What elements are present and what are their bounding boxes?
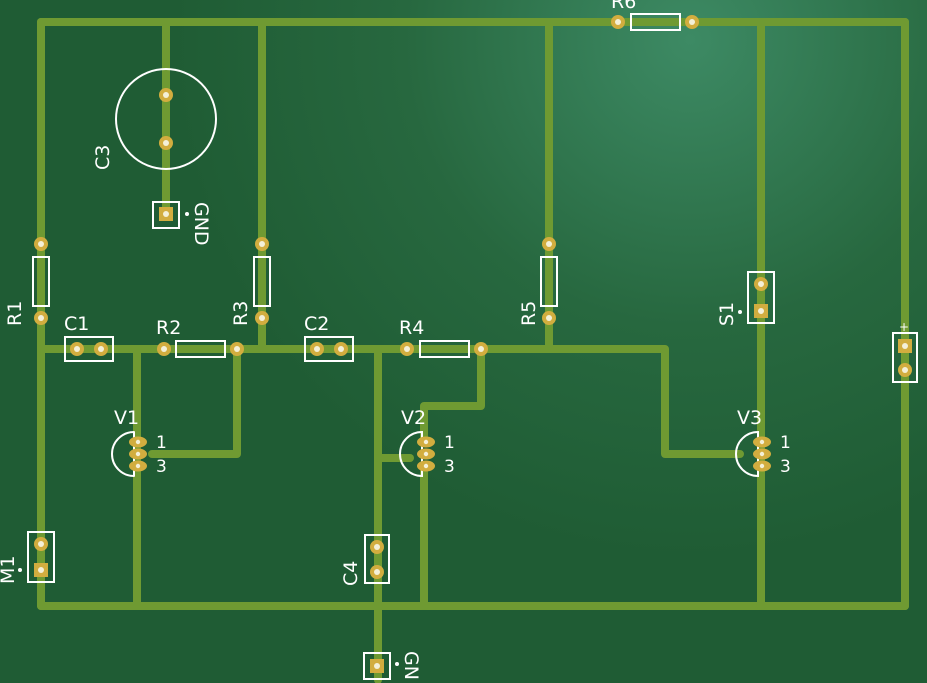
trace-v1-base [148,345,241,458]
r5-hole-2 [546,315,552,321]
label-v2-pin1: 1 [444,433,455,453]
label-r2: R2 [156,317,181,339]
r2-body [175,340,226,358]
r4-body [419,340,470,358]
r1-hole-1 [38,241,44,247]
trace-v2-collector-link [420,345,485,444]
c3-hole-1 [163,92,169,98]
label-r4: R4 [399,317,424,339]
r5-body [540,256,558,307]
label-r6: R6 [611,0,636,13]
s1-dot [738,310,742,314]
label-v3-pin3: 3 [780,457,791,477]
v1-hole-2 [135,451,141,457]
c2-outline [304,336,354,362]
v2-hole-3 [423,463,429,469]
label-v1: V1 [114,407,139,429]
c1-hole-1 [74,346,80,352]
power-hole-2 [902,367,908,373]
c2-hole-1 [314,346,320,352]
label-c4: C4 [340,561,362,586]
v1-hole-3 [135,463,141,469]
c4-hole-2 [374,569,380,575]
label-gnd-top: GND [190,202,212,246]
v3-outline [735,430,759,478]
r3-hole-1 [259,241,265,247]
c1-hole-2 [98,346,104,352]
c4-hole-1 [374,544,380,550]
r3-body [253,256,271,307]
label-s1: S1 [716,302,738,326]
silkscreen [18,13,918,680]
c1-outline [64,336,114,362]
s1-hole-2 [758,308,764,314]
r6-hole-1 [615,19,621,25]
s1-hole-1 [758,281,764,287]
label-v2-pin3: 3 [444,457,455,477]
power-hole-1 [902,343,908,349]
r1-body [32,256,50,307]
r2-hole-2 [234,346,240,352]
gnd-bottom-outline [363,652,391,680]
v2-hole-1 [423,439,429,445]
label-v1-pin3: 3 [156,457,167,477]
label-c3: C3 [92,145,114,170]
pads [34,15,912,673]
v3-hole-1 [759,439,765,445]
v3-hole-3 [759,463,765,469]
c2-hole-2 [338,346,344,352]
label-v1-pin1: 1 [156,433,167,453]
r3-hole-2 [259,315,265,321]
gnd-bottom-dot [395,662,399,666]
silkscreen-labels: R6 C3 GND R1 R3 R5 S1 C1 R2 C2 R4 + V1 V… [0,0,909,680]
r5-hole-1 [546,241,552,247]
r6-body [630,13,681,31]
v3-hole-2 [759,451,765,457]
gnd-top-dot [185,212,189,216]
gnd-top-hole [163,211,169,217]
v2-hole-2 [423,451,429,457]
label-c1: C1 [64,313,89,335]
c4-outline [364,534,390,584]
gnd-top-outline [152,201,180,229]
label-r5: R5 [518,301,540,326]
gnd-bottom-hole [374,663,380,669]
r4-hole-2 [478,346,484,352]
power-connector-outline [892,332,918,383]
v2-outline [399,430,423,478]
label-v3-pin1: 1 [780,433,791,453]
r2-hole-1 [161,346,167,352]
m1-hole-2 [38,567,44,573]
v1-outline [111,431,135,477]
label-v2: V2 [401,407,426,429]
v1-hole-1 [135,439,141,445]
m1-outline [27,531,55,583]
s1-outline [747,271,775,324]
r6-hole-2 [689,19,695,25]
label-r1: R1 [4,301,26,326]
label-v3: V3 [737,407,762,429]
label-plus: + [899,320,909,334]
r4-hole-1 [404,346,410,352]
label-gnd-bottom: GN [400,651,422,680]
c3-outline [115,68,217,170]
r1-hole-2 [38,315,44,321]
c3-hole-2 [163,140,169,146]
label-m1: M1 [0,556,19,584]
label-c2: C2 [304,313,329,335]
m1-dot [18,568,22,572]
m1-hole-1 [38,541,44,547]
label-r3: R3 [230,301,252,326]
